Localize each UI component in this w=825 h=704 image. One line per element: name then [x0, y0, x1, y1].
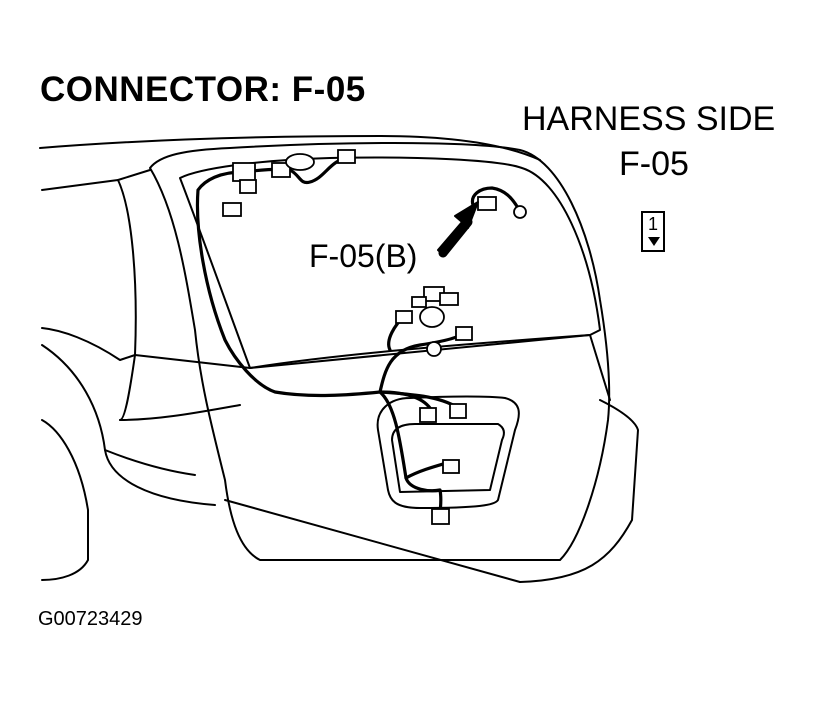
harness-right-branch [470, 186, 520, 210]
grommet [285, 153, 315, 171]
down-triangle-icon [648, 237, 660, 246]
roof-outline [39, 135, 541, 161]
rear-bumper-left [104, 449, 216, 506]
connector [239, 179, 257, 194]
wheel-arch [41, 419, 89, 581]
lower-body-left [41, 344, 196, 476]
connector [439, 292, 459, 306]
taillight-band [134, 334, 611, 401]
side-window [41, 179, 137, 361]
grommet [513, 205, 527, 219]
connector-f05b [477, 196, 497, 211]
harness-side-label: HARNESS SIDE [522, 100, 776, 138]
connector [271, 162, 291, 178]
pin-indicator: 1 [641, 211, 665, 252]
rear-glass [179, 156, 601, 369]
connector [222, 202, 242, 217]
connector [449, 403, 467, 419]
connector [455, 326, 473, 341]
tailgate-outline [149, 142, 611, 561]
connector [395, 310, 413, 324]
figure-id: G00723429 [38, 608, 143, 630]
taillight-lower [119, 404, 241, 421]
connector [411, 296, 427, 308]
pin-number: 1 [647, 214, 658, 234]
connector [431, 508, 450, 525]
grommet [419, 306, 445, 328]
harness-main [195, 170, 443, 517]
connector [232, 162, 256, 182]
grommet [426, 341, 442, 357]
body-pillar [117, 169, 151, 181]
rear-bumper-right [519, 399, 639, 583]
connector [419, 407, 437, 423]
harness-connector-label: F-05 [619, 145, 689, 183]
connector-callout-label: F-05(B) [309, 238, 418, 274]
connector [337, 149, 356, 164]
connector [442, 459, 460, 474]
page-title: CONNECTOR: F-05 [40, 70, 366, 109]
harness-top [241, 156, 350, 185]
harness-center [378, 330, 467, 394]
license-recess [376, 395, 520, 509]
